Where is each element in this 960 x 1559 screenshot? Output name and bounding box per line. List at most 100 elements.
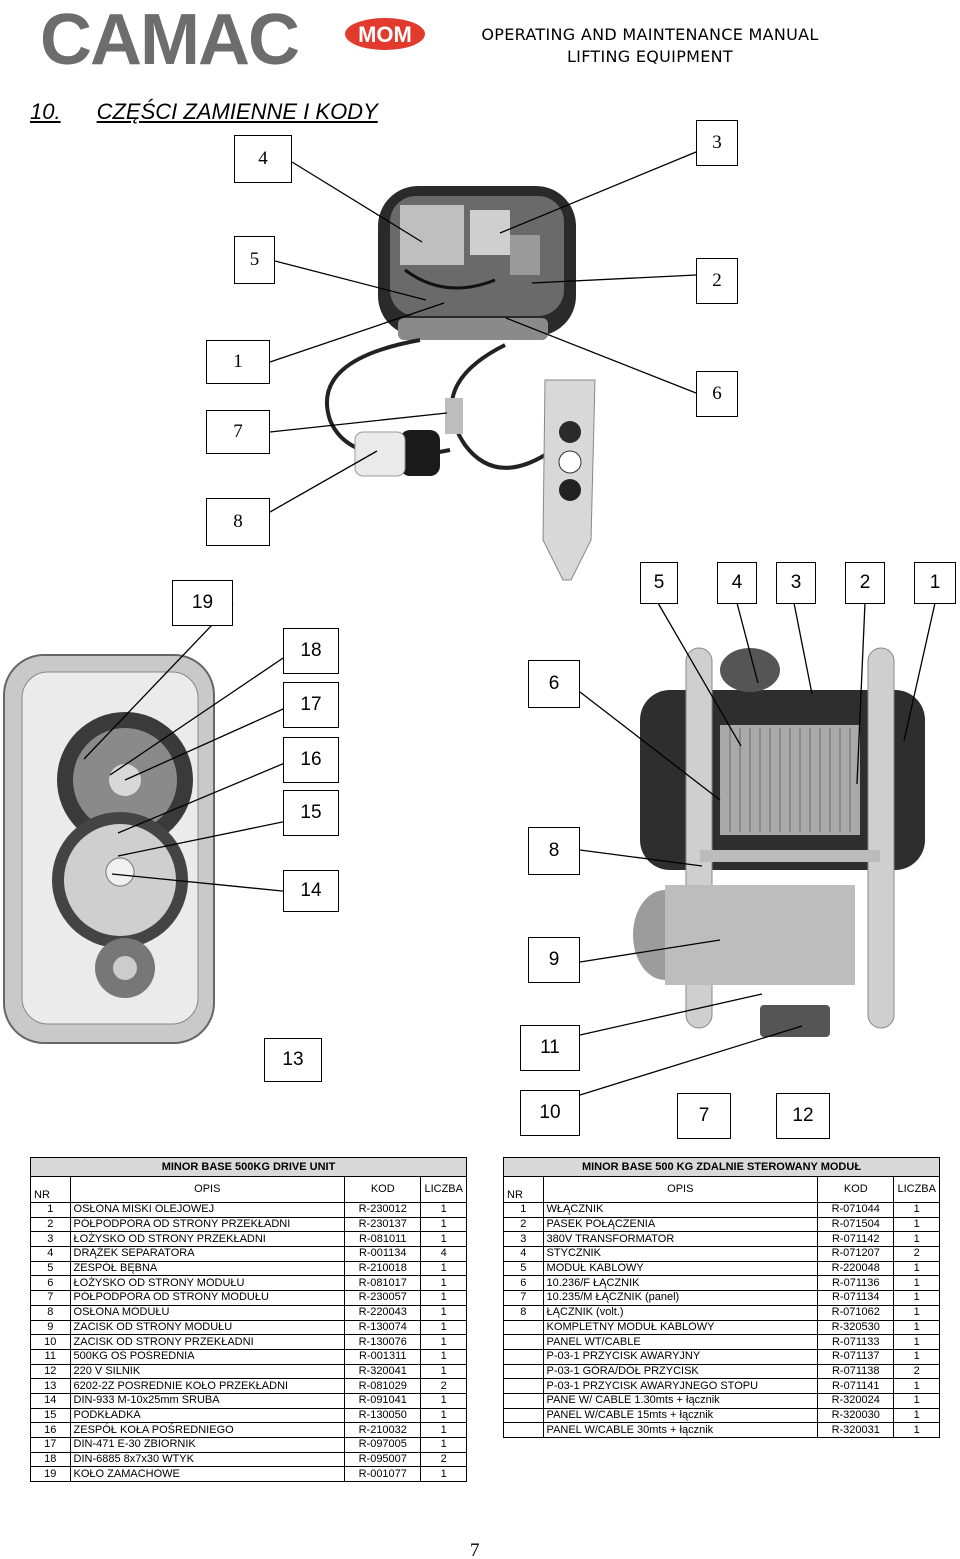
- cell-nr: 4: [30, 1246, 71, 1262]
- callout-3: 3: [696, 120, 738, 166]
- cell-kod: R-081029: [344, 1378, 422, 1394]
- cell-kod: R-071142: [817, 1231, 895, 1248]
- cell-liczba: 1: [420, 1437, 467, 1453]
- cell-nr: 5: [503, 1260, 544, 1277]
- parts-illustration: [3, 151, 936, 1096]
- callout-8: 8: [206, 498, 270, 546]
- cell-nr: [503, 1319, 544, 1336]
- cell-opis: PANEL W/CABLE 15mts + łącznik: [542, 1407, 819, 1424]
- cell-kod: R-220048: [817, 1260, 895, 1277]
- cell-kod: R-081017: [344, 1275, 422, 1292]
- cell-opis: DIN-933 M-10x25mm ŚRUBA: [69, 1392, 346, 1409]
- cell-kod: R-071504: [817, 1216, 895, 1233]
- drive-unit-parts-table: MINOR BASE 500KG DRIVE UNIT NR OPIS KOD …: [30, 1157, 467, 1483]
- cell-nr: [503, 1378, 544, 1394]
- cell-opis: WŁĄCZNIK: [542, 1202, 819, 1218]
- cell-opis: ŁOŻYSKO OD STRONY MODUŁU: [69, 1275, 346, 1292]
- cell-opis: ZACISK OD STRONY PRZEKŁADNI: [69, 1334, 346, 1350]
- cell-liczba: 4: [420, 1246, 467, 1262]
- cell-kod: R-320041: [344, 1363, 422, 1380]
- cell-liczba: 2: [420, 1378, 467, 1394]
- col-header-liczba: LICZBA: [893, 1176, 940, 1203]
- cell-kod: R-071134: [817, 1290, 895, 1306]
- cell-liczba: 1: [893, 1422, 940, 1438]
- cell-nr: 8: [503, 1304, 544, 1321]
- winch-photo: [633, 647, 925, 1037]
- cell-opis: DRĄŻEK SEPARATORA: [69, 1246, 346, 1262]
- cell-nr: 7: [30, 1290, 71, 1306]
- col-header-kod: KOD: [344, 1176, 422, 1203]
- cell-kod: R-071137: [817, 1348, 895, 1365]
- cell-nr: 7: [503, 1290, 544, 1306]
- cell-kod: R-097005: [344, 1437, 422, 1453]
- cell-kod: R-230057: [344, 1290, 422, 1306]
- cell-liczba: 1: [893, 1231, 940, 1248]
- remote-module-parts-table: MINOR BASE 500 KG ZDALNIE STEROWANY MODU…: [503, 1157, 940, 1438]
- cell-kod: R-320031: [817, 1422, 895, 1438]
- cell-kod: R-230137: [344, 1216, 422, 1233]
- col-header-liczba: LICZBA: [420, 1176, 467, 1203]
- section-title: 10.CZĘŚCI ZAMIENNE I KODY: [30, 99, 378, 125]
- cell-liczba: 1: [893, 1348, 940, 1365]
- cell-liczba: 1: [893, 1260, 940, 1277]
- cell-liczba: 1: [420, 1392, 467, 1409]
- cell-opis: 6202-2Z POSREDNIE KOŁO PRZEKŁADNI: [69, 1378, 346, 1394]
- cell-nr: 3: [30, 1231, 71, 1248]
- col-header-opis: OPIS: [542, 1176, 819, 1203]
- cell-opis: KOMPLETNY MODUŁ KABLOWY: [542, 1319, 819, 1336]
- cell-nr: 13: [30, 1378, 71, 1394]
- cell-nr: [503, 1392, 544, 1409]
- table-title: MINOR BASE 500 KG ZDALNIE STEROWANY MODU…: [503, 1157, 940, 1177]
- cell-nr: 8: [30, 1304, 71, 1321]
- callout-row-1: 1: [914, 562, 956, 604]
- cell-nr: 11: [30, 1348, 71, 1365]
- callout-m12: 12: [776, 1093, 830, 1139]
- cell-liczba: 1: [893, 1378, 940, 1394]
- gear-housing-photo: [3, 654, 215, 1044]
- cell-nr: [503, 1407, 544, 1424]
- cell-liczba: 2: [893, 1363, 940, 1380]
- col-header-nr: NR: [503, 1176, 544, 1203]
- cell-opis: ŁOŻYSKO OD STRONY PRZEKŁADNI: [69, 1231, 346, 1248]
- cell-opis: OSŁONA MISKI OLEJOWEJ: [69, 1202, 346, 1218]
- callout-16: 16: [283, 737, 339, 783]
- cell-kod: R-071138: [817, 1363, 895, 1380]
- cell-liczba: 1: [420, 1407, 467, 1424]
- cell-liczba: 1: [893, 1216, 940, 1233]
- cell-nr: [503, 1363, 544, 1380]
- cell-opis: PANEL WT/CABLE: [542, 1334, 819, 1350]
- callout-18: 18: [283, 628, 339, 674]
- cell-kod: R-320030: [817, 1407, 895, 1424]
- cell-kod: R-071062: [817, 1304, 895, 1321]
- cell-liczba: 1: [420, 1231, 467, 1248]
- cell-liczba: 1: [420, 1290, 467, 1306]
- cell-kod: R-091041: [344, 1392, 422, 1409]
- cell-opis: ŁĄCZNIK (volt.): [542, 1304, 819, 1321]
- callout-7: 7: [206, 410, 270, 454]
- cell-nr: 2: [503, 1216, 544, 1233]
- cell-liczba: 1: [420, 1334, 467, 1350]
- col-header-opis: OPIS: [69, 1176, 346, 1203]
- callout-4: 4: [234, 135, 292, 183]
- callout-14: 14: [283, 870, 339, 912]
- cell-kod: R-071136: [817, 1275, 895, 1292]
- callout-1: 1: [206, 340, 270, 384]
- callout-m6: 6: [528, 660, 580, 708]
- cell-kod: R-001077: [344, 1466, 422, 1483]
- cell-nr: 9: [30, 1319, 71, 1336]
- cell-nr: 6: [30, 1275, 71, 1292]
- cell-opis: P-03-1 GÓRA/DÓŁ PRZYCISK: [542, 1363, 819, 1380]
- section-heading: CZĘŚCI ZAMIENNE I KODY: [96, 99, 378, 124]
- cell-liczba: 1: [893, 1392, 940, 1409]
